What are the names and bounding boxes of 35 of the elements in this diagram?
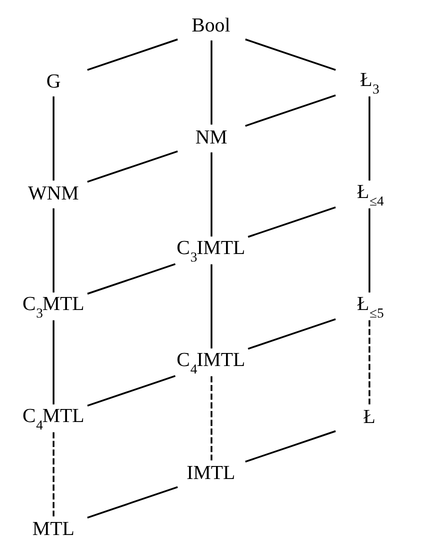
node-text: C$_{4}$MTL [22,404,84,432]
connector [87,263,176,295]
node-text: MTL [32,518,74,540]
connector [210,152,212,237]
connector [87,38,178,71]
connector [87,150,178,183]
node-text: Ł [363,406,376,428]
connector [245,38,336,71]
connector [210,40,212,125]
connector [245,430,336,462]
connector [87,486,178,518]
node-text: Ł$_{3}$ [360,69,380,97]
connector [210,264,212,348]
node-text: Ł$_{≤5}$ [357,292,384,320]
node-text: NM [195,126,228,148]
connector [52,96,54,181]
connector [87,375,176,407]
connector [248,318,336,350]
node-text: G [46,70,61,92]
connector [368,208,370,292]
node-text: IMTL [186,462,236,484]
connector [52,208,54,292]
node-text: C$_{3}$IMTL [176,237,246,264]
connector [210,376,212,460]
node-text: Ł$_{≤4}$ [357,181,384,209]
node-text: C$_{4}$IMTL [176,348,246,376]
connector [248,206,336,238]
connector [368,96,370,181]
connector [52,320,54,404]
connector [52,432,54,516]
node-text: C$_{3}$MTL [22,292,84,320]
connector [368,320,370,404]
connector [245,94,336,127]
node-text: WNM [28,182,79,204]
node-text: Bool [192,14,230,36]
